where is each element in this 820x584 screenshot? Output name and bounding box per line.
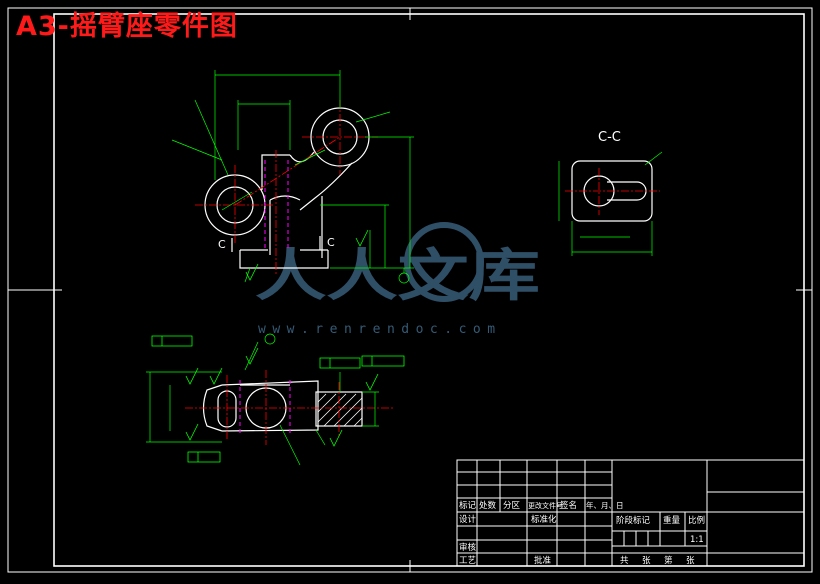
neck-curve bbox=[269, 195, 301, 201]
tb-sheet-unit-2: 张 bbox=[686, 556, 695, 566]
tolerance-frame-right bbox=[361, 355, 405, 367]
roughness-symbol-2 bbox=[209, 367, 223, 385]
tb-approve: 批准 bbox=[534, 556, 552, 566]
hatch-1 bbox=[317, 393, 327, 403]
dim-leader-left-boss bbox=[221, 191, 253, 211]
tb-revision-sign: 签名 bbox=[560, 501, 578, 511]
dim-leader-radius bbox=[171, 139, 223, 161]
tb-scale-value: 1:1 bbox=[690, 535, 704, 545]
tb-revision-date: 年、月、日 bbox=[586, 501, 624, 510]
section-view-label: C-C bbox=[598, 130, 621, 145]
tb-sheet-unit: 张 bbox=[642, 556, 651, 566]
tb-standardization: 标准化 bbox=[531, 515, 557, 525]
watermark-url: www.renrendoc.com bbox=[258, 322, 502, 337]
roughness-symbol-front-2 bbox=[355, 229, 369, 247]
watermark-logo: 人人文库 bbox=[255, 222, 540, 309]
hatch-2 bbox=[317, 393, 337, 413]
hatch-7 bbox=[353, 417, 363, 427]
tolerance-frame-top-left bbox=[151, 335, 193, 347]
top-view-hidden-lines bbox=[239, 380, 291, 436]
top-dim-leader-hole bbox=[244, 341, 259, 371]
roughness-symbol-4 bbox=[365, 373, 379, 391]
dim-leader-angle bbox=[194, 99, 229, 176]
surface-finish-symbols bbox=[185, 229, 379, 447]
tb-review: 审核 bbox=[459, 543, 477, 553]
top-left-hole bbox=[217, 390, 237, 428]
top-body bbox=[221, 380, 319, 432]
section-view-centerlines bbox=[565, 168, 660, 215]
top-dim-leader-chamfer bbox=[315, 429, 326, 446]
base-flange bbox=[239, 250, 329, 269]
front-view-hidden-lines bbox=[264, 160, 289, 250]
top-view-dimensions bbox=[146, 333, 379, 466]
dim-leader-right-boss-2 bbox=[294, 149, 326, 166]
title-block bbox=[456, 459, 805, 567]
tolerance-frames bbox=[151, 335, 405, 463]
tb-sheet-no: 第 bbox=[664, 556, 673, 566]
tb-scale-label: 比例 bbox=[688, 516, 706, 526]
roughness-symbol-3 bbox=[245, 347, 259, 365]
roughness-symbol-5 bbox=[185, 423, 199, 441]
tb-weight: 重量 bbox=[663, 516, 681, 526]
hatch-4 bbox=[323, 393, 357, 427]
tb-revision-zone: 分区 bbox=[503, 501, 521, 511]
tb-stage-mark: 阶段标记 bbox=[616, 516, 651, 526]
top-view-hatching bbox=[317, 393, 363, 427]
cut-mark-left: C bbox=[218, 238, 226, 251]
section-dim-leader bbox=[644, 151, 663, 166]
section-view bbox=[558, 151, 663, 256]
body-left-edge bbox=[261, 154, 290, 190]
cut-mark-right: C bbox=[327, 236, 335, 249]
cut-plane-arrows bbox=[231, 236, 321, 252]
roughness-symbol-front-1 bbox=[245, 263, 259, 281]
tb-revision-mark: 标记 bbox=[459, 501, 477, 511]
dim-leader-right-boss bbox=[355, 111, 391, 123]
datum-marker-top bbox=[264, 333, 276, 345]
tolerance-frame-bottom-left bbox=[187, 451, 221, 463]
roughness-symbol-1 bbox=[185, 367, 199, 385]
arm-lower-edge bbox=[299, 162, 353, 211]
hatch-6 bbox=[343, 407, 363, 427]
tb-design: 设计 bbox=[459, 515, 477, 525]
top-dim-leader-bore bbox=[279, 424, 301, 466]
watermark-ring bbox=[404, 222, 484, 302]
tb-revision-doc: 更改文件号 bbox=[528, 502, 563, 510]
drawing-title: A3-摇臂座零件图 bbox=[16, 11, 238, 42]
tb-revision-count: 处数 bbox=[479, 501, 497, 511]
sheet-frame bbox=[7, 7, 813, 573]
roughness-symbol-6 bbox=[329, 429, 343, 447]
tb-process: 工艺 bbox=[459, 556, 477, 566]
section-view-dimensions bbox=[558, 151, 663, 256]
front-view-dimensions bbox=[171, 70, 414, 284]
top-view bbox=[146, 229, 405, 466]
tolerance-frame-middle bbox=[319, 357, 361, 369]
front-view: C C bbox=[171, 70, 414, 284]
title-block-border bbox=[456, 459, 805, 567]
watermark-brand-text: 人人文库 bbox=[255, 244, 540, 309]
tb-sheets-total: 共 bbox=[620, 556, 629, 566]
